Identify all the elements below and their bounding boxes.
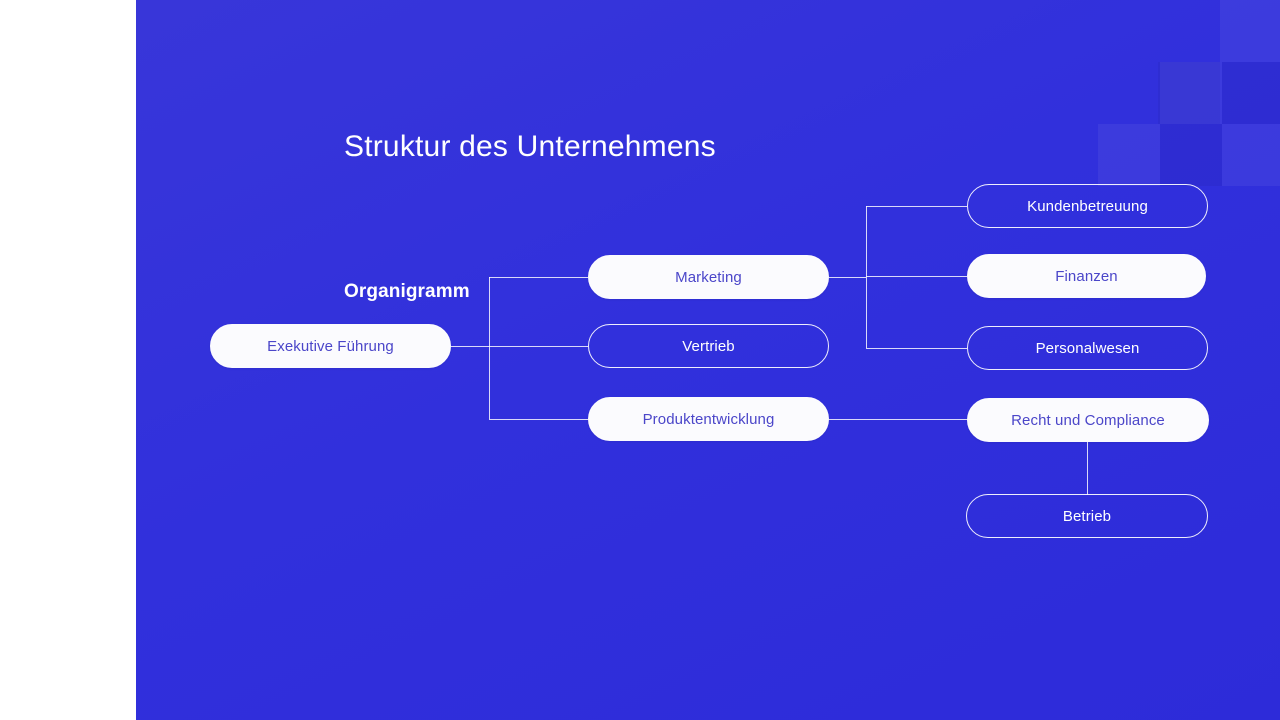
- org-node-recht-und-compliance[interactable]: Recht und Compliance: [967, 398, 1209, 442]
- section-title: Organigramm: [344, 281, 470, 302]
- decorative-square-3: [1220, 0, 1280, 62]
- decorative-square-7: [1098, 124, 1160, 186]
- org-node-label: Kundenbetreuung: [1027, 197, 1148, 215]
- org-node-label: Marketing: [675, 268, 742, 286]
- left-margin-strip: [0, 0, 136, 720]
- connector-trunk-level3: [866, 206, 867, 348]
- decorative-square-5: [1160, 62, 1222, 124]
- org-node-kundenbetreuung[interactable]: Kundenbetreuung: [967, 184, 1208, 228]
- connector-trunk-to-vertrieb: [489, 346, 588, 347]
- org-node-label: Personalwesen: [1035, 339, 1140, 357]
- connector-marketing-to-trunk2: [829, 277, 866, 278]
- connector-trunk2-to-kundenbetreuung: [866, 206, 967, 207]
- page-title: Struktur des Unternehmens: [344, 130, 716, 163]
- org-node-label: Finanzen: [1055, 267, 1118, 285]
- org-node-label: Betrieb: [1062, 507, 1112, 525]
- org-node-exekutive-fuehrung[interactable]: Exekutive Führung: [210, 324, 451, 368]
- connector-recht-to-betrieb: [1087, 441, 1088, 495]
- decorative-square-9: [1222, 124, 1280, 186]
- org-node-label: Exekutive Führung: [267, 337, 394, 355]
- org-node-label: Vertrieb: [682, 337, 735, 355]
- connector-produktentwicklung-to-recht: [829, 419, 968, 420]
- org-node-label: Recht und Compliance: [1011, 411, 1165, 429]
- org-node-vertrieb[interactable]: Vertrieb: [588, 324, 829, 368]
- org-node-personalwesen[interactable]: Personalwesen: [967, 326, 1208, 370]
- connector-trunk2-to-finanzen: [866, 276, 967, 277]
- decorative-square-8: [1160, 124, 1222, 186]
- slide-blue-panel: Struktur des Unternehmens Organigramm Ex…: [136, 0, 1280, 720]
- connector-trunk2-to-personalwesen: [866, 348, 967, 349]
- org-node-betrieb[interactable]: Betrieb: [966, 494, 1208, 538]
- org-node-marketing[interactable]: Marketing: [588, 255, 829, 299]
- org-node-label: Produktentwicklung: [642, 410, 775, 428]
- decorative-square-6: [1222, 62, 1280, 124]
- org-node-produktentwicklung[interactable]: Produktentwicklung: [588, 397, 829, 441]
- connector-trunk-level2: [489, 277, 490, 419]
- connector-root-to-trunk: [451, 346, 490, 347]
- decorative-square-4: [1158, 62, 1220, 124]
- connector-trunk-to-marketing: [489, 277, 588, 278]
- org-node-finanzen[interactable]: Finanzen: [967, 254, 1206, 298]
- connector-trunk-to-produktentwicklung: [489, 419, 588, 420]
